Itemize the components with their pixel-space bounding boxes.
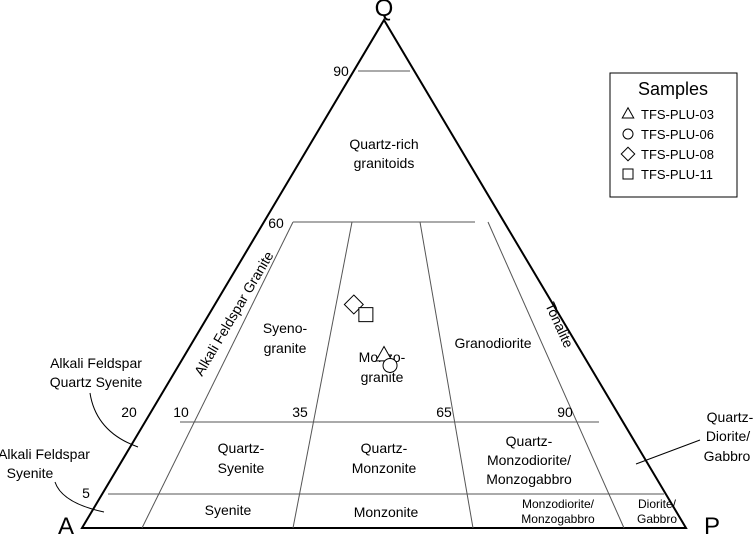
legend-item-label: TFS-PLU-11	[641, 167, 713, 182]
field-quartz-rich-line1: Quartz-rich	[349, 136, 418, 152]
boundary-90	[487, 221, 625, 529]
field-diorite-line1: Diorite/	[638, 497, 677, 511]
callout-afs-line2: Syenite	[7, 465, 54, 481]
sample-markers	[343, 294, 398, 373]
field-alkali-feldspar-granite: Alkali Feldspar Granite	[191, 248, 277, 378]
field-quartz-syenite-line2: Syenite	[218, 460, 265, 476]
boundary-35	[292, 221, 353, 529]
boundary-10	[141, 221, 294, 529]
field-quartz-monzodiorite-line2: Monzodiorite/	[487, 452, 571, 468]
field-syenogranite-line2: granite	[264, 340, 307, 356]
callout-qdg-line1: Quartz-	[707, 409, 754, 425]
sample-tfs-plu-11-square-marker	[358, 307, 374, 323]
tick-s35: 35	[292, 404, 308, 420]
legend: Samples TFS-PLU-03TFS-PLU-06TFS-PLU-08TF…	[609, 72, 738, 198]
tick-q20: 20	[121, 404, 137, 420]
field-quartz-monzodiorite-line1: Quartz-	[506, 433, 553, 449]
callout-afs-line1: Alkali Feldspar	[0, 446, 90, 462]
vertex-a-label: A	[58, 513, 74, 540]
legend-title: Samples	[638, 79, 708, 99]
callout-afqs-line2: Quartz Syenite	[50, 374, 143, 390]
legend-item-label: TFS-PLU-03	[641, 107, 714, 122]
callout-afqs-leader	[89, 392, 139, 448]
field-syenogranite-line1: Syeno-	[263, 320, 308, 336]
legend-item-label: TFS-PLU-06	[641, 127, 714, 142]
field-monzogranite-line2: granite	[361, 369, 404, 385]
tick-s65: 65	[436, 404, 452, 420]
field-quartz-monzodiorite-line3: Monzogabbro	[486, 471, 572, 487]
tick-q90: 90	[333, 63, 349, 79]
tick-q5: 5	[82, 485, 90, 501]
field-granodiorite: Granodiorite	[454, 335, 531, 351]
vertex-q-label: Q	[375, 0, 394, 22]
field-diorite-line2: Gabbro	[637, 512, 677, 526]
boundary-65	[419, 221, 474, 529]
qap-triangle	[80, 18, 688, 529]
tick-q60: 60	[268, 215, 284, 231]
tick-s90: 90	[557, 404, 573, 420]
legend-diamond-icon	[620, 146, 636, 162]
callout-qdg-line3: Gabbro	[704, 448, 751, 464]
callout-afqs-line1: Alkali Feldspar	[50, 355, 142, 371]
field-monzodiorite-line2: Monzogabbro	[521, 512, 595, 526]
callout-qdg-leader	[635, 439, 701, 465]
legend-triangle-icon	[621, 106, 635, 119]
legend-item-label: TFS-PLU-08	[641, 147, 714, 162]
tick-s10: 10	[173, 404, 189, 420]
legend-circle-icon	[622, 128, 634, 140]
legend-square-icon	[622, 168, 634, 180]
callout-afs-leader	[54, 481, 105, 513]
field-quartz-rich-line2: granitoids	[354, 155, 415, 171]
callout-qdg-line2: Diorite/	[706, 428, 750, 444]
field-tonalite: Tonalite	[542, 300, 577, 351]
vertex-p-label: P	[704, 513, 720, 540]
field-syenite: Syenite	[205, 502, 252, 518]
sample-tfs-plu-06-circle-marker	[382, 357, 398, 373]
sample-tfs-plu-03-triangle-marker	[375, 345, 393, 362]
field-quartz-syenite-line1: Quartz-	[218, 440, 265, 456]
field-monzodiorite-line1: Monzodiorite/	[522, 497, 595, 511]
field-monzonite: Monzonite	[354, 504, 419, 520]
field-quartz-monzonite-line2: Monzonite	[352, 460, 417, 476]
field-quartz-monzonite-line1: Quartz-	[361, 440, 408, 456]
